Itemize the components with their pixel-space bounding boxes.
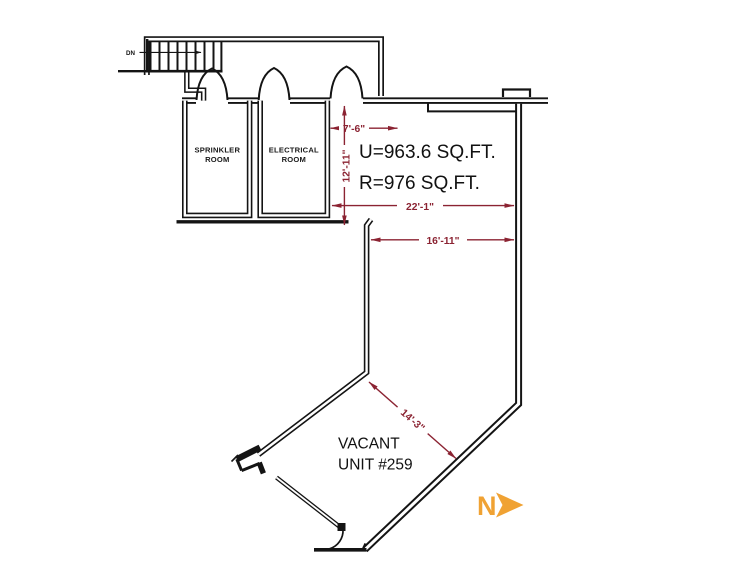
entry-vestibule-chamfer xyxy=(230,454,239,463)
dimension-upper-depth-label: 12'-11" xyxy=(342,149,353,182)
unit-number-label: UNIT #259 xyxy=(338,457,413,474)
north-label: N xyxy=(477,491,497,521)
walls xyxy=(118,36,548,553)
dimension-main-width-label: 16'-11" xyxy=(426,236,459,247)
unit-entry xyxy=(230,444,367,552)
dimension-recess-width: 7'-6" xyxy=(330,121,398,135)
door-arc-unit xyxy=(329,65,364,99)
entry-door-hinge xyxy=(337,523,346,531)
stair-treads xyxy=(149,42,223,71)
labels: SPRINKLER ROOM ELECTRICAL ROOM U=963.6 S… xyxy=(194,142,495,474)
area-rentable-label: R=976 SQ.FT. xyxy=(359,173,480,194)
unit-left-wall xyxy=(256,217,374,457)
top-wall-inner-face xyxy=(427,102,517,113)
entry-vestibule-return xyxy=(241,462,261,472)
electrical-room-outline-inner xyxy=(259,100,329,217)
stair-connector-wall xyxy=(184,71,207,101)
storefront-wall-inner xyxy=(275,476,341,528)
unit-right-wall xyxy=(362,103,523,553)
entry-door-arc xyxy=(329,529,344,550)
electrical-room-label-line2: ROOM xyxy=(282,155,306,164)
sprinkler-room-label-line1: SPRINKLER xyxy=(194,146,240,155)
entry-bottom-jamb xyxy=(361,543,367,551)
dimension-recess-width-label: 7'-6" xyxy=(343,124,365,135)
dn-label: DN xyxy=(126,50,135,57)
unit-left-wall-inner xyxy=(257,218,372,456)
staircase: DN xyxy=(126,39,223,73)
entry-vestibule-bar xyxy=(235,444,262,462)
sprinkler-room-label-line2: ROOM xyxy=(205,155,229,164)
area-usable-label: U=963.6 SQ.FT. xyxy=(359,142,496,163)
doors xyxy=(195,65,364,101)
unit-name-label: VACANT xyxy=(338,436,400,453)
entry-vestibule-tip xyxy=(235,458,243,472)
dimension-overall-width-label: 22'-1" xyxy=(406,202,434,213)
entry-vestibule-post xyxy=(256,461,266,475)
north-arrow-icon xyxy=(496,492,524,518)
electrical-room-label-line1: ELECTRICAL xyxy=(269,146,319,155)
dimension-overall-width: 22'-1" xyxy=(331,198,515,213)
door-arc-sprinkler xyxy=(195,67,229,101)
dimension-main-width: 16'-11" xyxy=(370,232,515,247)
stair-connector-wall-inner xyxy=(185,71,205,101)
door-arc-electrical xyxy=(257,66,291,101)
top-wall-column xyxy=(501,88,532,97)
unit-right-wall-inner xyxy=(363,103,521,551)
sprinkler-room-outline-inner xyxy=(183,100,251,217)
north-indicator: N xyxy=(477,491,524,521)
